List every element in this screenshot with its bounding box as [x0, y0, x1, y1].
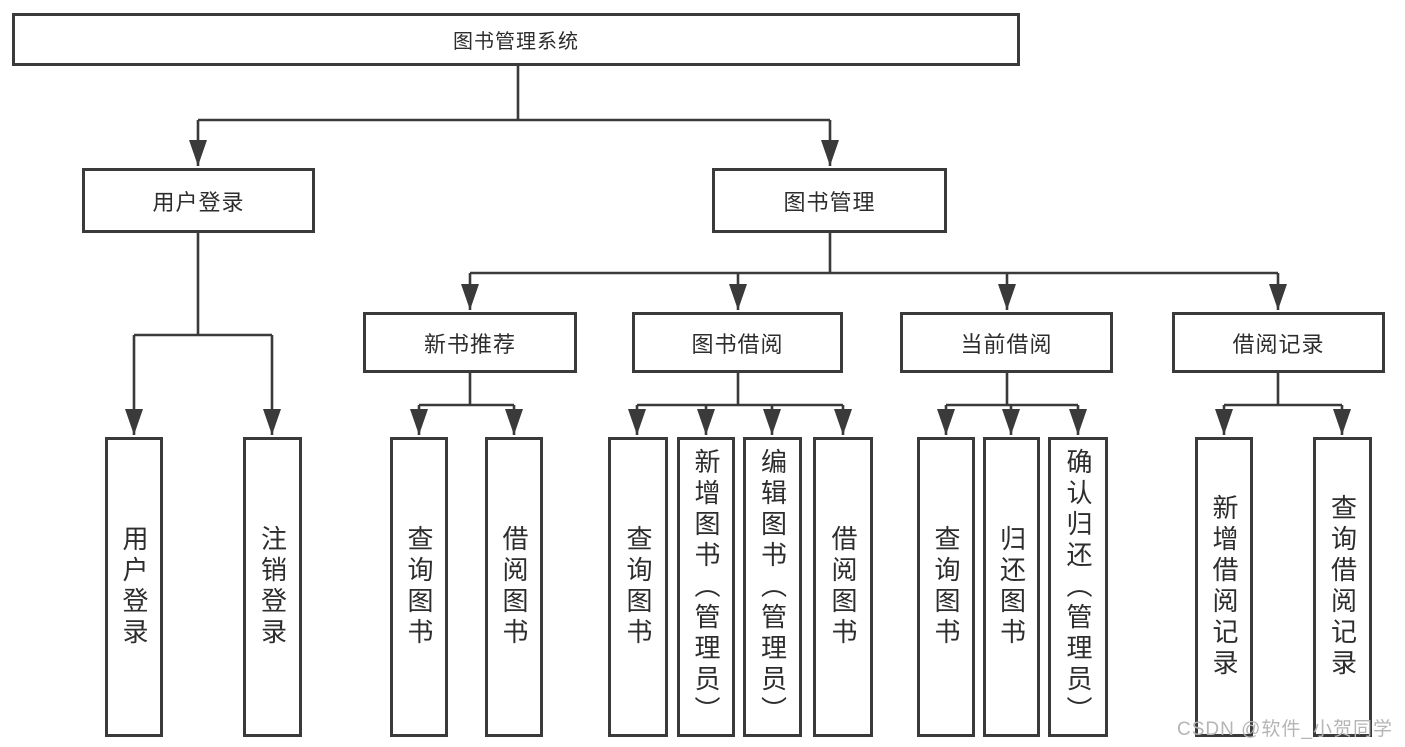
leaf-query-books-3-label: 查询图书	[931, 525, 961, 649]
leaf-confirm-return-admin-label: 确认归还（管理员）	[1063, 447, 1093, 727]
leaf-borrow-books-2: 借阅图书	[813, 437, 873, 737]
node-new-book-recommend: 新书推荐	[363, 312, 577, 373]
node-root: 图书管理系统	[12, 13, 1020, 66]
node-user-login: 用户登录	[82, 168, 315, 233]
leaf-add-borrow-record: 新增借阅记录	[1195, 437, 1253, 737]
node-current-borrow-label: 当前借阅	[960, 331, 1053, 357]
node-root-label: 图书管理系统	[453, 31, 579, 53]
leaf-user-login: 用户登录	[105, 437, 163, 737]
node-new-book-recommend-label: 新书推荐	[423, 331, 516, 357]
leaf-logout-label: 注销登录	[257, 525, 288, 649]
leaf-query-books-3: 查询图书	[917, 437, 975, 737]
node-book-management-label: 图书管理	[783, 189, 876, 215]
leaf-borrow-books-1: 借阅图书	[485, 437, 543, 737]
watermark-text: CSDN @软件_小贺同学	[1177, 719, 1393, 740]
leaf-add-book-admin: 新增图书（管理员）	[677, 437, 735, 737]
leaf-return-book-label: 归还图书	[996, 525, 1027, 649]
node-current-borrow: 当前借阅	[900, 312, 1113, 373]
leaf-borrow-books-2-label: 借阅图书	[828, 525, 858, 649]
leaf-logout: 注销登录	[243, 437, 302, 737]
leaf-query-books-2-label: 查询图书	[623, 525, 653, 649]
leaf-query-borrow-record: 查询借阅记录	[1313, 437, 1372, 737]
leaf-query-books-1: 查询图书	[390, 437, 448, 737]
leaf-return-book: 归还图书	[983, 437, 1040, 737]
node-borrow-records: 借阅记录	[1172, 312, 1385, 373]
node-book-borrow: 图书借阅	[632, 312, 843, 373]
leaf-borrow-books-1-label: 借阅图书	[499, 525, 529, 649]
leaf-query-borrow-record-label: 查询借阅记录	[1327, 494, 1358, 680]
node-book-borrow-label: 图书借阅	[691, 331, 784, 357]
leaf-edit-book-admin: 编辑图书（管理员）	[743, 437, 802, 737]
leaf-add-borrow-record-label: 新增借阅记录	[1209, 494, 1239, 680]
leaf-user-login-label: 用户登录	[119, 525, 149, 649]
node-book-management: 图书管理	[712, 168, 947, 233]
node-borrow-records-label: 借阅记录	[1232, 331, 1325, 357]
edge-trunk-lines	[134, 66, 1342, 407]
leaf-add-book-admin-label: 新增图书（管理员）	[691, 447, 721, 727]
leaf-edit-book-admin-label: 编辑图书（管理员）	[757, 447, 788, 727]
node-user-login-label: 用户登录	[152, 189, 245, 215]
leaf-query-books-1-label: 查询图书	[404, 525, 434, 649]
leaf-query-books-2: 查询图书	[608, 437, 668, 737]
leaf-confirm-return-admin: 确认归还（管理员）	[1048, 437, 1108, 737]
